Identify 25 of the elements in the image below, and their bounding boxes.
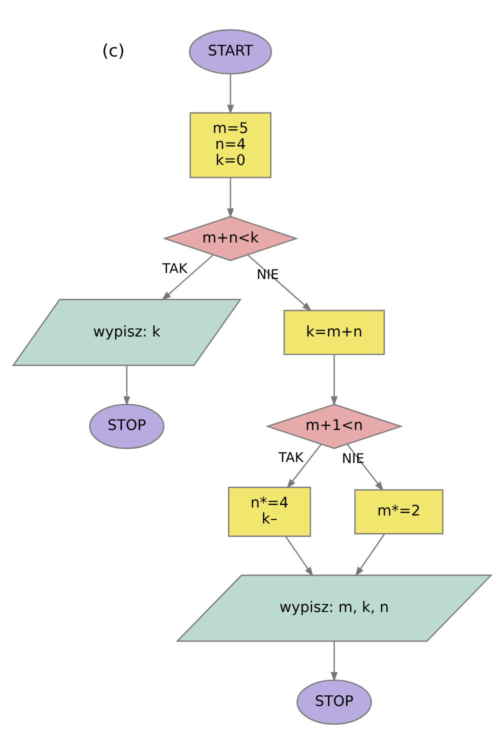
node-diamond: m+n<k: [162, 216, 298, 262]
edge-label: TAK: [162, 262, 188, 278]
arrow: [330, 641, 338, 682]
arrow: [227, 74, 234, 114]
arrow: [285, 536, 314, 577]
node-box: n*=4 k–: [228, 486, 312, 537]
node-diamond: m+1<n: [266, 404, 403, 450]
node-ellipse: STOP: [296, 680, 372, 725]
edge-label: NIE: [256, 268, 280, 283]
arrow: [247, 254, 312, 312]
label: (c): [102, 41, 125, 62]
node-box: k=m+n: [284, 310, 385, 356]
arrow: [355, 534, 386, 577]
edge-label: NIE: [342, 452, 364, 467]
node-ellipse: STOP: [89, 404, 164, 449]
arrow: [286, 444, 322, 489]
arrow: [227, 178, 234, 218]
node-box: m=5 n=4 k=0: [190, 112, 272, 178]
edge-label: TAK: [278, 450, 304, 466]
arrow: [346, 444, 384, 492]
node-ellipse: START: [189, 29, 272, 74]
arrow: [161, 254, 214, 301]
node-box: m*=2: [354, 489, 444, 534]
arrow: [330, 354, 338, 406]
arrow: [123, 366, 130, 406]
